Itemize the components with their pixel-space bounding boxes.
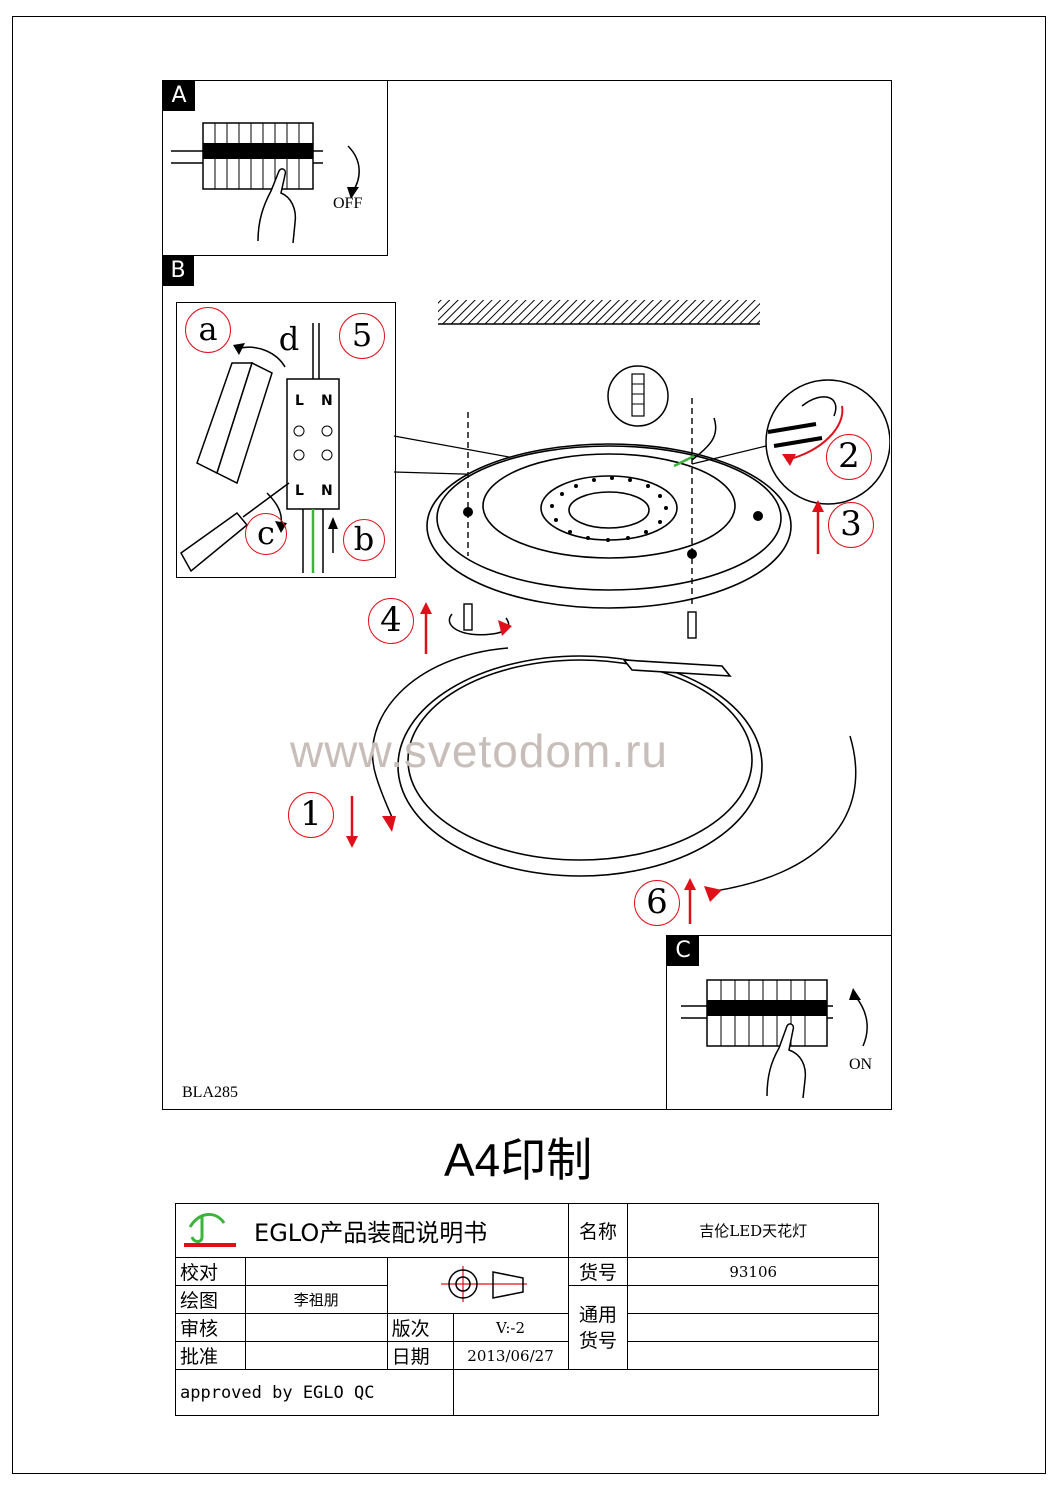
check-value [244,1257,388,1286]
item-no-value: 93106 [627,1257,879,1286]
watermark: www.svetodom.ru [290,725,669,777]
approve-value [244,1341,388,1370]
detail-letter-a: a [185,307,231,353]
terminal-cover-illustration [196,361,273,485]
general-item-label-line1: 通用 [578,1303,617,1326]
step-4: 4 [368,598,414,644]
panel-a: A OFF [162,80,388,256]
circuit-breaker-icon [171,122,323,190]
date-label: 日期 [386,1341,454,1370]
version-value: V:-2 [452,1313,569,1342]
projection-cell [386,1257,569,1314]
review-value [244,1313,388,1342]
check-label: 校对 [175,1257,246,1286]
panel-a-tag: A [163,81,195,111]
panel-c-tag: C [667,936,699,966]
general-item-value-3 [627,1341,879,1370]
general-item-label-line2: 货号 [578,1329,617,1352]
led-ring [550,476,668,542]
green-wire-main [673,454,695,468]
assembly-illustration [346,300,890,924]
wire-zoom-callout [765,379,890,505]
print-format-note: A4印制 [444,1134,593,1186]
terminal-label-n-top: N [321,393,333,409]
wiring-detail-inset: a d 5 c b L N L N [176,302,396,578]
drawing-frame [162,80,892,1110]
hand-icon [766,1023,807,1099]
hand-icon [257,168,297,244]
review-label: 审核 [175,1313,246,1342]
step-3: 3 [828,502,874,548]
version-label: 版次 [386,1313,454,1342]
page-border [12,16,1046,1474]
rotate-down-arrow [347,145,360,192]
terminal-label-l-bottom: L [295,483,304,499]
rotation-arrow-6 [707,735,857,893]
on-label: ON [849,1056,873,1073]
approval-blank [452,1369,880,1416]
off-label: OFF [333,195,363,212]
detail-step-5: 5 [339,313,385,359]
step-2: 2 [826,434,872,480]
title-cell: EGLO产品装配说明书 [175,1203,569,1258]
wiring-detail-drawing [180,323,340,573]
circuit-breaker-icon [681,979,833,1047]
breaker-on-illustration [681,979,868,1099]
wire-bundle [302,323,324,573]
drawn-value: 李祖朋 [244,1285,388,1314]
diffuser-cover [397,655,763,877]
rotation-arrow-1 [371,647,509,823]
title-block: EGLO产品装配说明书 名称 吉伦LED天花灯 校对 货号 93106 绘图 李… [175,1203,880,1416]
step-6: 6 [634,880,680,926]
general-item-value [627,1285,879,1314]
base-plate [426,443,792,609]
detail-letter-d: d [278,320,300,358]
panel-b-tag: B [162,256,194,286]
screw-icon [463,398,697,639]
supply-cable [691,417,717,461]
ceiling-surface [438,300,760,325]
breaker-off-illustration [171,122,360,244]
terminal-block [286,378,340,510]
approved-by: approved by EGLO QC [175,1369,454,1416]
drawing-code: BLA285 [182,1084,238,1101]
step-1: 1 [288,792,334,838]
rotate-up-arrow [854,995,868,1047]
document-title: EGLO产品装配说明书 [254,1219,488,1247]
panel-c: C ON [666,935,892,1110]
terminal-label-n-bottom: N [321,483,333,499]
item-no-label: 货号 [567,1257,629,1286]
drawn-label: 绘图 [175,1285,246,1314]
name-value: 吉伦LED天花灯 [627,1203,879,1258]
date-value: 2013/06/27 [452,1341,569,1370]
wall-plug-icon [607,365,669,427]
name-label: 名称 [567,1203,629,1258]
projection-symbol-icon [440,1266,527,1302]
detail-letter-b: b [343,519,385,561]
company-logo [184,1212,236,1247]
general-item-value-2 [627,1313,879,1342]
general-item-label: 通用 货号 [567,1285,629,1370]
approve-label: 批准 [175,1341,246,1370]
detail-letter-c: c [245,513,287,555]
terminal-label-l-top: L [295,393,304,409]
